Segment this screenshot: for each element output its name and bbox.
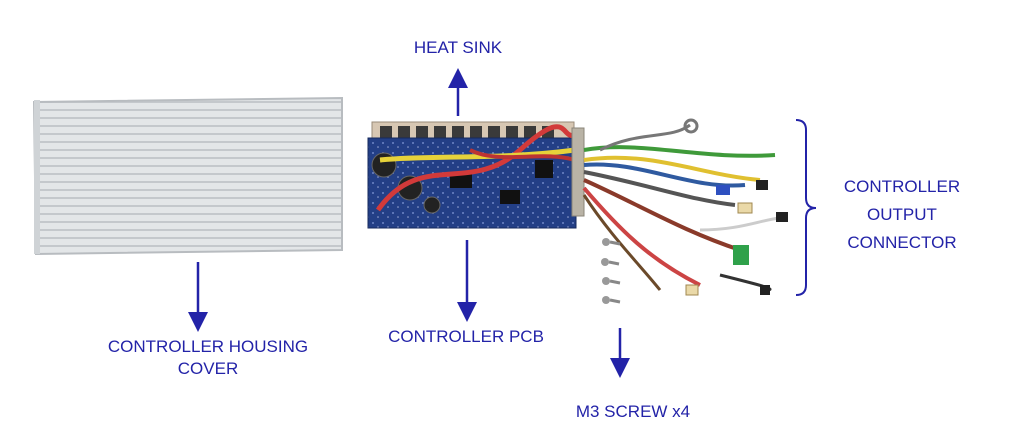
screw: [602, 296, 621, 304]
m3-screw-label: M3 SCREW x4: [575, 402, 691, 421]
controller-housing-cover: [32, 96, 343, 256]
heat-sink-label: HEAT SINK: [413, 38, 503, 57]
output-connector-bracket: [795, 119, 817, 296]
output-connector-wires: [582, 118, 788, 296]
screw: [602, 277, 621, 285]
controller-output-connector-label: CONTROLLER OUTPUT CONNECTOR: [843, 177, 961, 252]
screw: [602, 238, 621, 246]
controller-housing-cover-label: CONTROLLER HOUSING COVER: [107, 337, 309, 378]
controller-pcb: [367, 121, 585, 229]
screw: [601, 258, 620, 266]
controller-pcb-label: CONTROLLER PCB: [388, 327, 544, 346]
m3-screws: [601, 238, 621, 304]
